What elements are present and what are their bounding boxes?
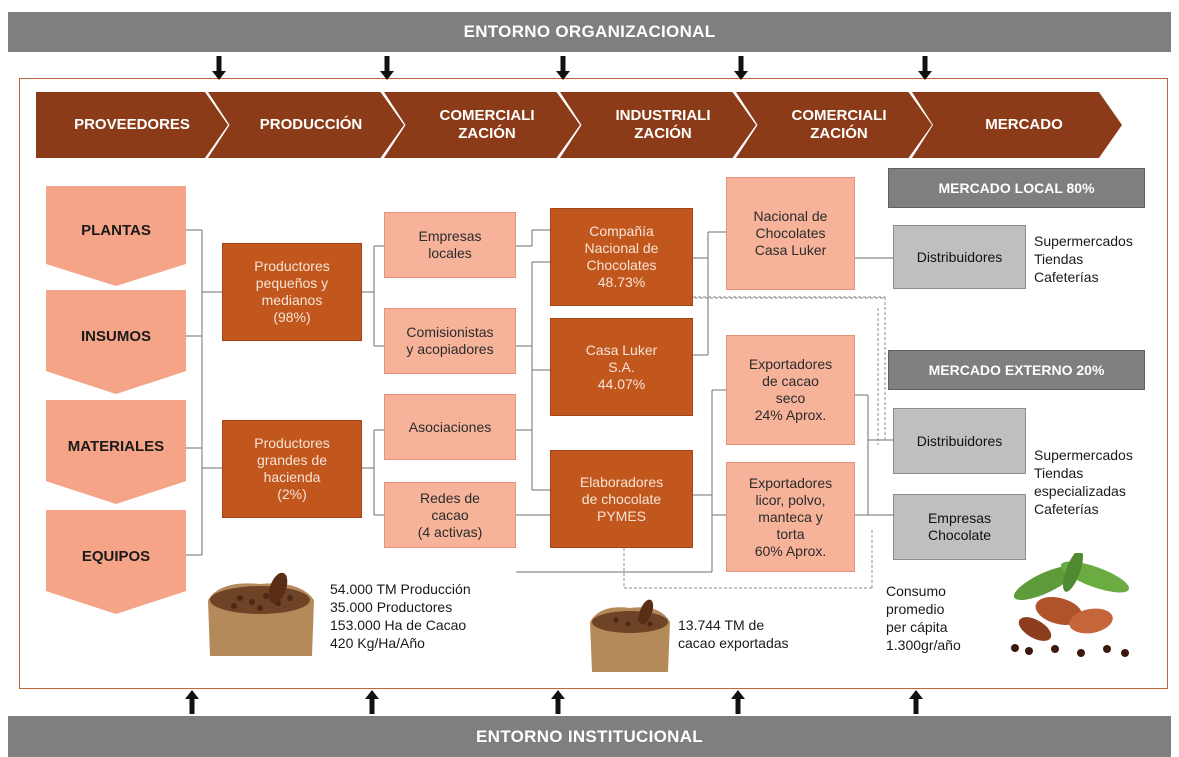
stage-proveedores: PROVEEDORES xyxy=(36,92,228,158)
dry-cocoa-exporters-box: Exportadores de cacao seco 24% Aprox. xyxy=(726,335,855,445)
institutional-environment-band: ENTORNO INSTITUCIONAL xyxy=(8,716,1171,757)
external-distributors-box: Distribuidores xyxy=(893,408,1026,474)
input-equipos: EQUIPOS xyxy=(46,510,186,614)
casa-luker-box: Casa Luker S.A. 44.07% xyxy=(550,318,693,416)
consumption-stats: Consumo promedio per cápita 1.300gr/año xyxy=(886,583,961,653)
stage-produccion: PRODUCCIÓN xyxy=(208,92,404,158)
cocoa-sack-image xyxy=(208,572,314,656)
associations-box: Asociaciones xyxy=(384,394,516,460)
arrow-up-icon xyxy=(551,690,565,714)
large-producers-box: Productores grandes de hacienda (2%) xyxy=(222,420,362,518)
external-market-title: MERCADO EXTERNO 20% xyxy=(888,350,1145,390)
exports-stats: 13.744 TM de cacao exportadas xyxy=(678,617,789,651)
chocolate-companies-box: Empresas Chocolate xyxy=(893,494,1026,560)
arrow-up-icon xyxy=(909,690,923,714)
stage-comercializacion-1: COMERCIALI ZACIÓN xyxy=(384,92,580,158)
input-materiales: MATERIALES xyxy=(46,400,186,504)
stage-comercializacion-2: COMERCIALI ZACIÓN xyxy=(736,92,932,158)
arrow-down-icon xyxy=(380,56,394,80)
arrow-down-icon xyxy=(212,56,226,80)
arrow-up-icon xyxy=(185,690,199,714)
arrow-up-icon xyxy=(365,690,379,714)
local-companies-box: Empresas locales xyxy=(384,212,516,278)
arrow-down-icon xyxy=(734,56,748,80)
cocoa-sack-image-small xyxy=(590,599,670,672)
cnch-box: Compañía Nacional de Chocolates 48.73% xyxy=(550,208,693,306)
arrow-down-icon xyxy=(556,56,570,80)
national-chocolates-box: Nacional de Chocolates Casa Luker xyxy=(726,177,855,290)
cocoa-networks-box: Redes de cacao (4 activas) xyxy=(384,482,516,548)
brokers-box: Comisionistas y acopiadores xyxy=(384,308,516,374)
arrow-up-icon xyxy=(731,690,745,714)
pymes-box: Elaboradores de chocolate PYMES xyxy=(550,450,693,548)
local-outlets-text: Supermercados Tiendas Cafeterías xyxy=(1034,233,1133,285)
production-stats: 54.000 TM Producción 35.000 Productores … xyxy=(330,581,471,651)
stage-industrializacion: INDUSTRIALI ZACIÓN xyxy=(560,92,756,158)
stage-mercado: MERCADO xyxy=(912,92,1122,158)
liquor-exporters-box: Exportadores licor, polvo, manteca y tor… xyxy=(726,462,855,572)
input-plantas: PLANTAS xyxy=(46,186,186,286)
small-producers-box: Productores pequeños y medianos (98%) xyxy=(222,243,362,341)
organizational-environment-band: ENTORNO ORGANIZACIONAL xyxy=(8,12,1171,52)
external-outlets-text: Supermercados Tiendas especializadas Caf… xyxy=(1034,447,1133,517)
local-distributors-box: Distribuidores xyxy=(893,225,1026,289)
input-insumos: INSUMOS xyxy=(46,290,186,394)
local-market-title: MERCADO LOCAL 80% xyxy=(888,168,1145,208)
cocoa-pods-image xyxy=(1011,553,1130,657)
arrow-down-icon xyxy=(918,56,932,80)
